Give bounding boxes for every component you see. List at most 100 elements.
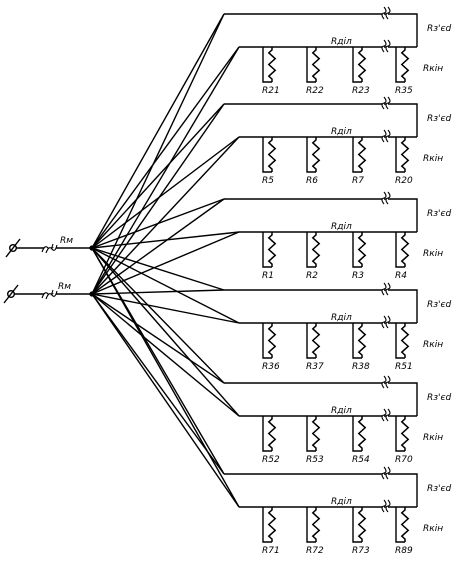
break-icon <box>385 129 391 143</box>
break-icon <box>385 499 391 513</box>
common-resistance-label: Rз'єd <box>427 300 451 310</box>
break-icon <box>381 408 387 422</box>
input-wire-1: Rм <box>5 236 95 258</box>
break-icon <box>381 315 387 329</box>
resistor-icon <box>357 47 367 82</box>
break-icon <box>381 499 387 513</box>
break-icon <box>381 191 387 205</box>
break-icon <box>381 375 387 389</box>
resistor-label: R89 <box>395 546 413 556</box>
common-wire <box>224 198 418 232</box>
resistor-lead <box>306 232 316 268</box>
fan-wire <box>91 46 240 249</box>
resistor-label: R21 <box>262 86 280 96</box>
fan-wire <box>91 46 240 295</box>
break-icon <box>381 466 387 480</box>
fan-wire <box>91 136 240 249</box>
resistor-label: R36 <box>262 362 280 372</box>
resistor-icon <box>267 232 277 267</box>
fan-wire <box>91 103 225 249</box>
input-wire-label-2: Rм <box>58 282 71 292</box>
resistor-lead <box>262 416 272 452</box>
resistor-label: R7 <box>352 176 364 186</box>
break-icon <box>381 39 387 53</box>
end-resistance-label: Rкін <box>423 249 443 259</box>
common-resistance-label: Rз'єd <box>427 114 451 124</box>
resistor-icon <box>311 323 321 358</box>
resistor-icon <box>267 507 277 542</box>
resistor-icon <box>400 507 410 542</box>
break-icon <box>385 96 391 110</box>
fan-wire <box>91 13 225 295</box>
fan-wire <box>91 293 225 384</box>
break-icon <box>385 6 391 20</box>
common-wire <box>224 103 418 137</box>
common-resistance-label: Rз'єd <box>427 209 451 219</box>
common-resistance-label: Rз'єd <box>427 24 451 34</box>
common-wire <box>224 289 418 323</box>
break-icon <box>385 375 391 389</box>
common-wire <box>224 13 418 47</box>
resistor-label: R53 <box>306 455 324 465</box>
resistor-label: R70 <box>395 455 413 465</box>
resistor-label: R5 <box>262 176 274 186</box>
resistor-label: R52 <box>262 455 280 465</box>
common-wire <box>224 382 418 416</box>
resistor-label: R4 <box>395 271 407 281</box>
fan-wire <box>91 293 225 475</box>
resistor-label: R22 <box>306 86 324 96</box>
break-icon <box>41 243 54 253</box>
resistor-icon <box>311 47 321 82</box>
resistor-icon <box>357 416 367 451</box>
fan-wire <box>91 293 240 417</box>
fan-wire <box>91 231 240 249</box>
fan-wire <box>91 247 225 384</box>
break-icon <box>385 191 391 205</box>
break-icon <box>385 282 391 296</box>
resistor-icon <box>400 47 410 82</box>
end-resistance-label: Rкін <box>423 64 443 74</box>
resistor-lead <box>262 47 272 83</box>
divider-resistance-label: Rділ <box>331 313 352 323</box>
break-icon <box>381 282 387 296</box>
resistor-icon <box>357 137 367 172</box>
fan-wire <box>91 198 225 249</box>
resistor-lead <box>262 232 272 268</box>
resistor-lead <box>395 323 405 359</box>
resistor-lead <box>395 507 405 543</box>
resistor-icon <box>311 137 321 172</box>
resistor-lead <box>306 47 316 83</box>
break-icon <box>385 408 391 422</box>
break-icon <box>385 315 391 329</box>
resistor-lead <box>352 47 362 83</box>
resistor-label: R37 <box>306 362 324 372</box>
break-icon <box>385 466 391 480</box>
resistor-lead <box>395 416 405 452</box>
fan-wire <box>91 247 240 508</box>
resistor-label: R6 <box>306 176 318 186</box>
fan-wire <box>91 13 225 249</box>
resistor-lead <box>395 232 405 268</box>
resistor-label: R3 <box>352 271 364 281</box>
fan-out-wires <box>91 13 240 508</box>
fan-wire <box>91 198 225 295</box>
resistor-icon <box>267 323 277 358</box>
resistor-label: R71 <box>262 546 280 556</box>
resistor-label: R38 <box>352 362 370 372</box>
resistor-lead <box>262 507 272 543</box>
end-resistance-label: Rкін <box>423 154 443 164</box>
end-resistance-label: Rкін <box>423 340 443 350</box>
resistor-lead <box>352 232 362 268</box>
resistor-label: R23 <box>352 86 370 96</box>
fan-wire <box>91 293 240 324</box>
break-icon <box>381 129 387 143</box>
input-wire-2: Rм <box>3 282 95 304</box>
resistor-label: R72 <box>306 546 324 556</box>
divider-resistance-label: Rділ <box>331 127 352 137</box>
resistor-lead <box>262 137 272 173</box>
